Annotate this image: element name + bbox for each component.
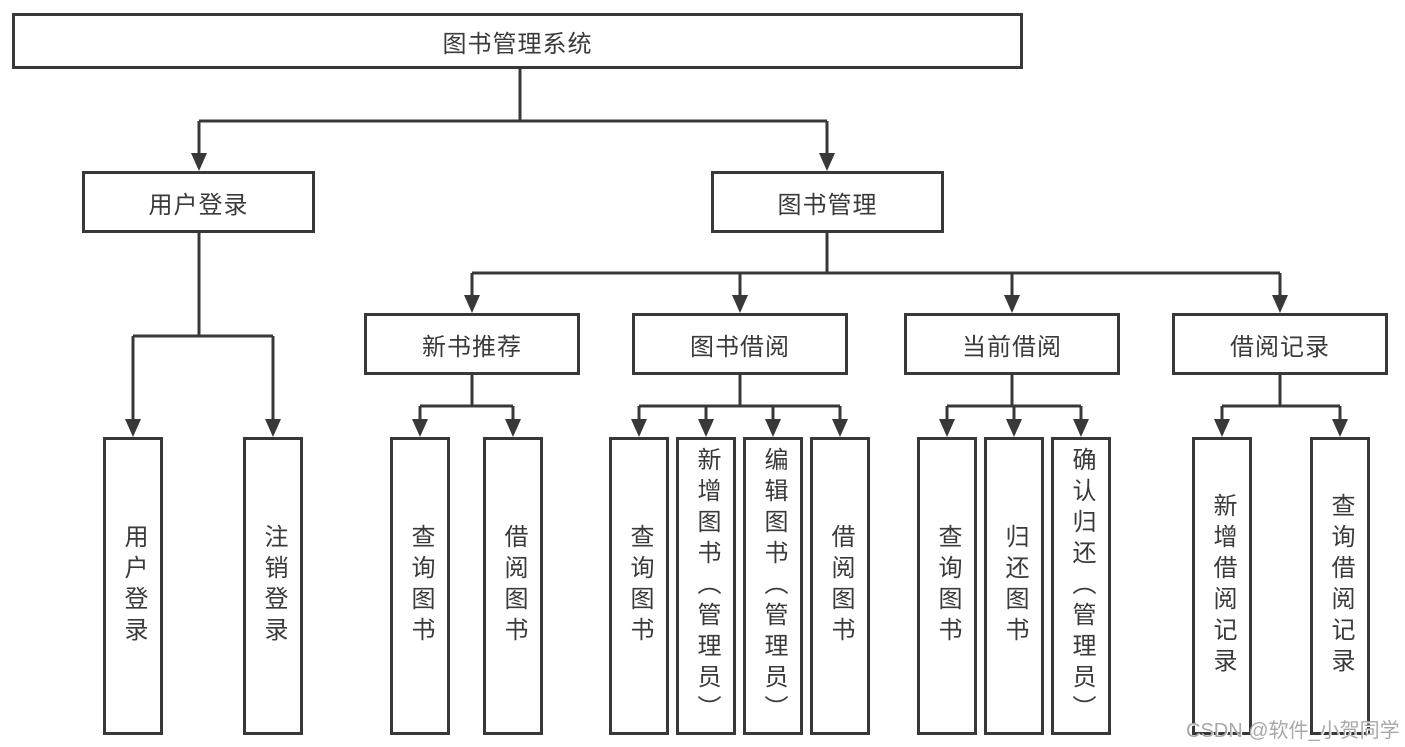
csdn-watermark: CSDN @软件_小贺同学 [1186,720,1400,742]
leaf-query-books-current: 查询图书 [917,437,977,735]
root-to-level2-connector [191,69,835,171]
arrowhead-icon [125,419,141,437]
arrowhead-icon [412,419,428,437]
node-label: 查询图书 [407,524,434,648]
node-label: 借阅图书 [500,524,527,648]
node-label: 图书管理 [777,191,878,219]
arrowhead-icon [505,419,521,437]
user-login-children-connector [125,233,281,437]
node-label: 用户登录 [148,191,249,219]
node-label: 借阅记录 [1230,333,1330,361]
leaf-edit-books-admin: 编辑图书（管理员） [743,437,803,735]
book-mgmt-children-connector [464,233,1288,313]
node-label: 确认归还（管理员） [1068,446,1095,726]
arrowhead-icon [265,419,281,437]
node-label: 图书管理系统 [442,30,593,58]
leaf-return-books: 归还图书 [984,437,1044,735]
arrowhead-icon [191,153,207,171]
book-borrow-children-connector [631,375,848,437]
leaf-add-borrow-record: 新增借阅记录 [1192,437,1252,735]
new-book-rec-children-connector [412,375,521,437]
node-library-management-system: 图书管理系统 [12,13,1023,69]
node-label: 图书借阅 [690,333,790,361]
arrowhead-icon [1004,295,1020,313]
node-current-borrowing: 当前借阅 [904,313,1120,375]
arrowhead-icon [732,295,748,313]
node-label: 用户登录 [120,524,147,648]
arrowhead-icon [698,419,714,437]
arrowhead-icon [1272,295,1288,313]
node-book-management: 图书管理 [711,171,944,233]
arrowhead-icon [1073,419,1089,437]
arrowhead-icon [1332,419,1348,437]
arrowhead-icon [939,419,955,437]
leaf-confirm-return-admin: 确认归还（管理员） [1051,437,1111,735]
node-book-borrowing: 图书借阅 [632,313,848,375]
leaf-borrow-books: 借阅图书 [810,437,870,735]
node-label: 注销登录 [260,524,287,648]
current-borrow-children-connector [939,375,1089,437]
leaf-logout: 注销登录 [243,437,303,735]
leaf-query-books-borrowing: 查询图书 [609,437,669,735]
node-borrowing-records: 借阅记录 [1172,313,1388,375]
node-user-login: 用户登录 [82,171,315,233]
leaf-user-login: 用户登录 [103,437,163,735]
node-label: 新增借阅记录 [1209,493,1236,679]
borrow-record-children-connector [1214,375,1348,437]
node-label: 新增图书（管理员） [693,446,720,726]
leaf-add-books-admin: 新增图书（管理员） [676,437,736,735]
arrowhead-icon [765,419,781,437]
node-new-book-recommendation: 新书推荐 [364,313,580,375]
node-label: 归还图书 [1001,524,1028,648]
arrowhead-icon [832,419,848,437]
node-label: 查询图书 [626,524,653,648]
arrowhead-icon [1006,419,1022,437]
arrowhead-icon [464,295,480,313]
node-label: 查询图书 [934,524,961,648]
arrowhead-icon [819,153,835,171]
node-label: 当前借阅 [962,333,1062,361]
arrowhead-icon [1214,419,1230,437]
leaf-query-borrow-record: 查询借阅记录 [1310,437,1370,735]
node-label: 借阅图书 [827,524,854,648]
arrowhead-icon [631,419,647,437]
node-label: 编辑图书（管理员） [760,446,787,726]
node-label: 查询借阅记录 [1327,493,1354,679]
leaf-query-books-recommend: 查询图书 [390,437,450,735]
node-label: 新书推荐 [422,333,522,361]
leaf-borrow-books-recommend: 借阅图书 [483,437,543,735]
